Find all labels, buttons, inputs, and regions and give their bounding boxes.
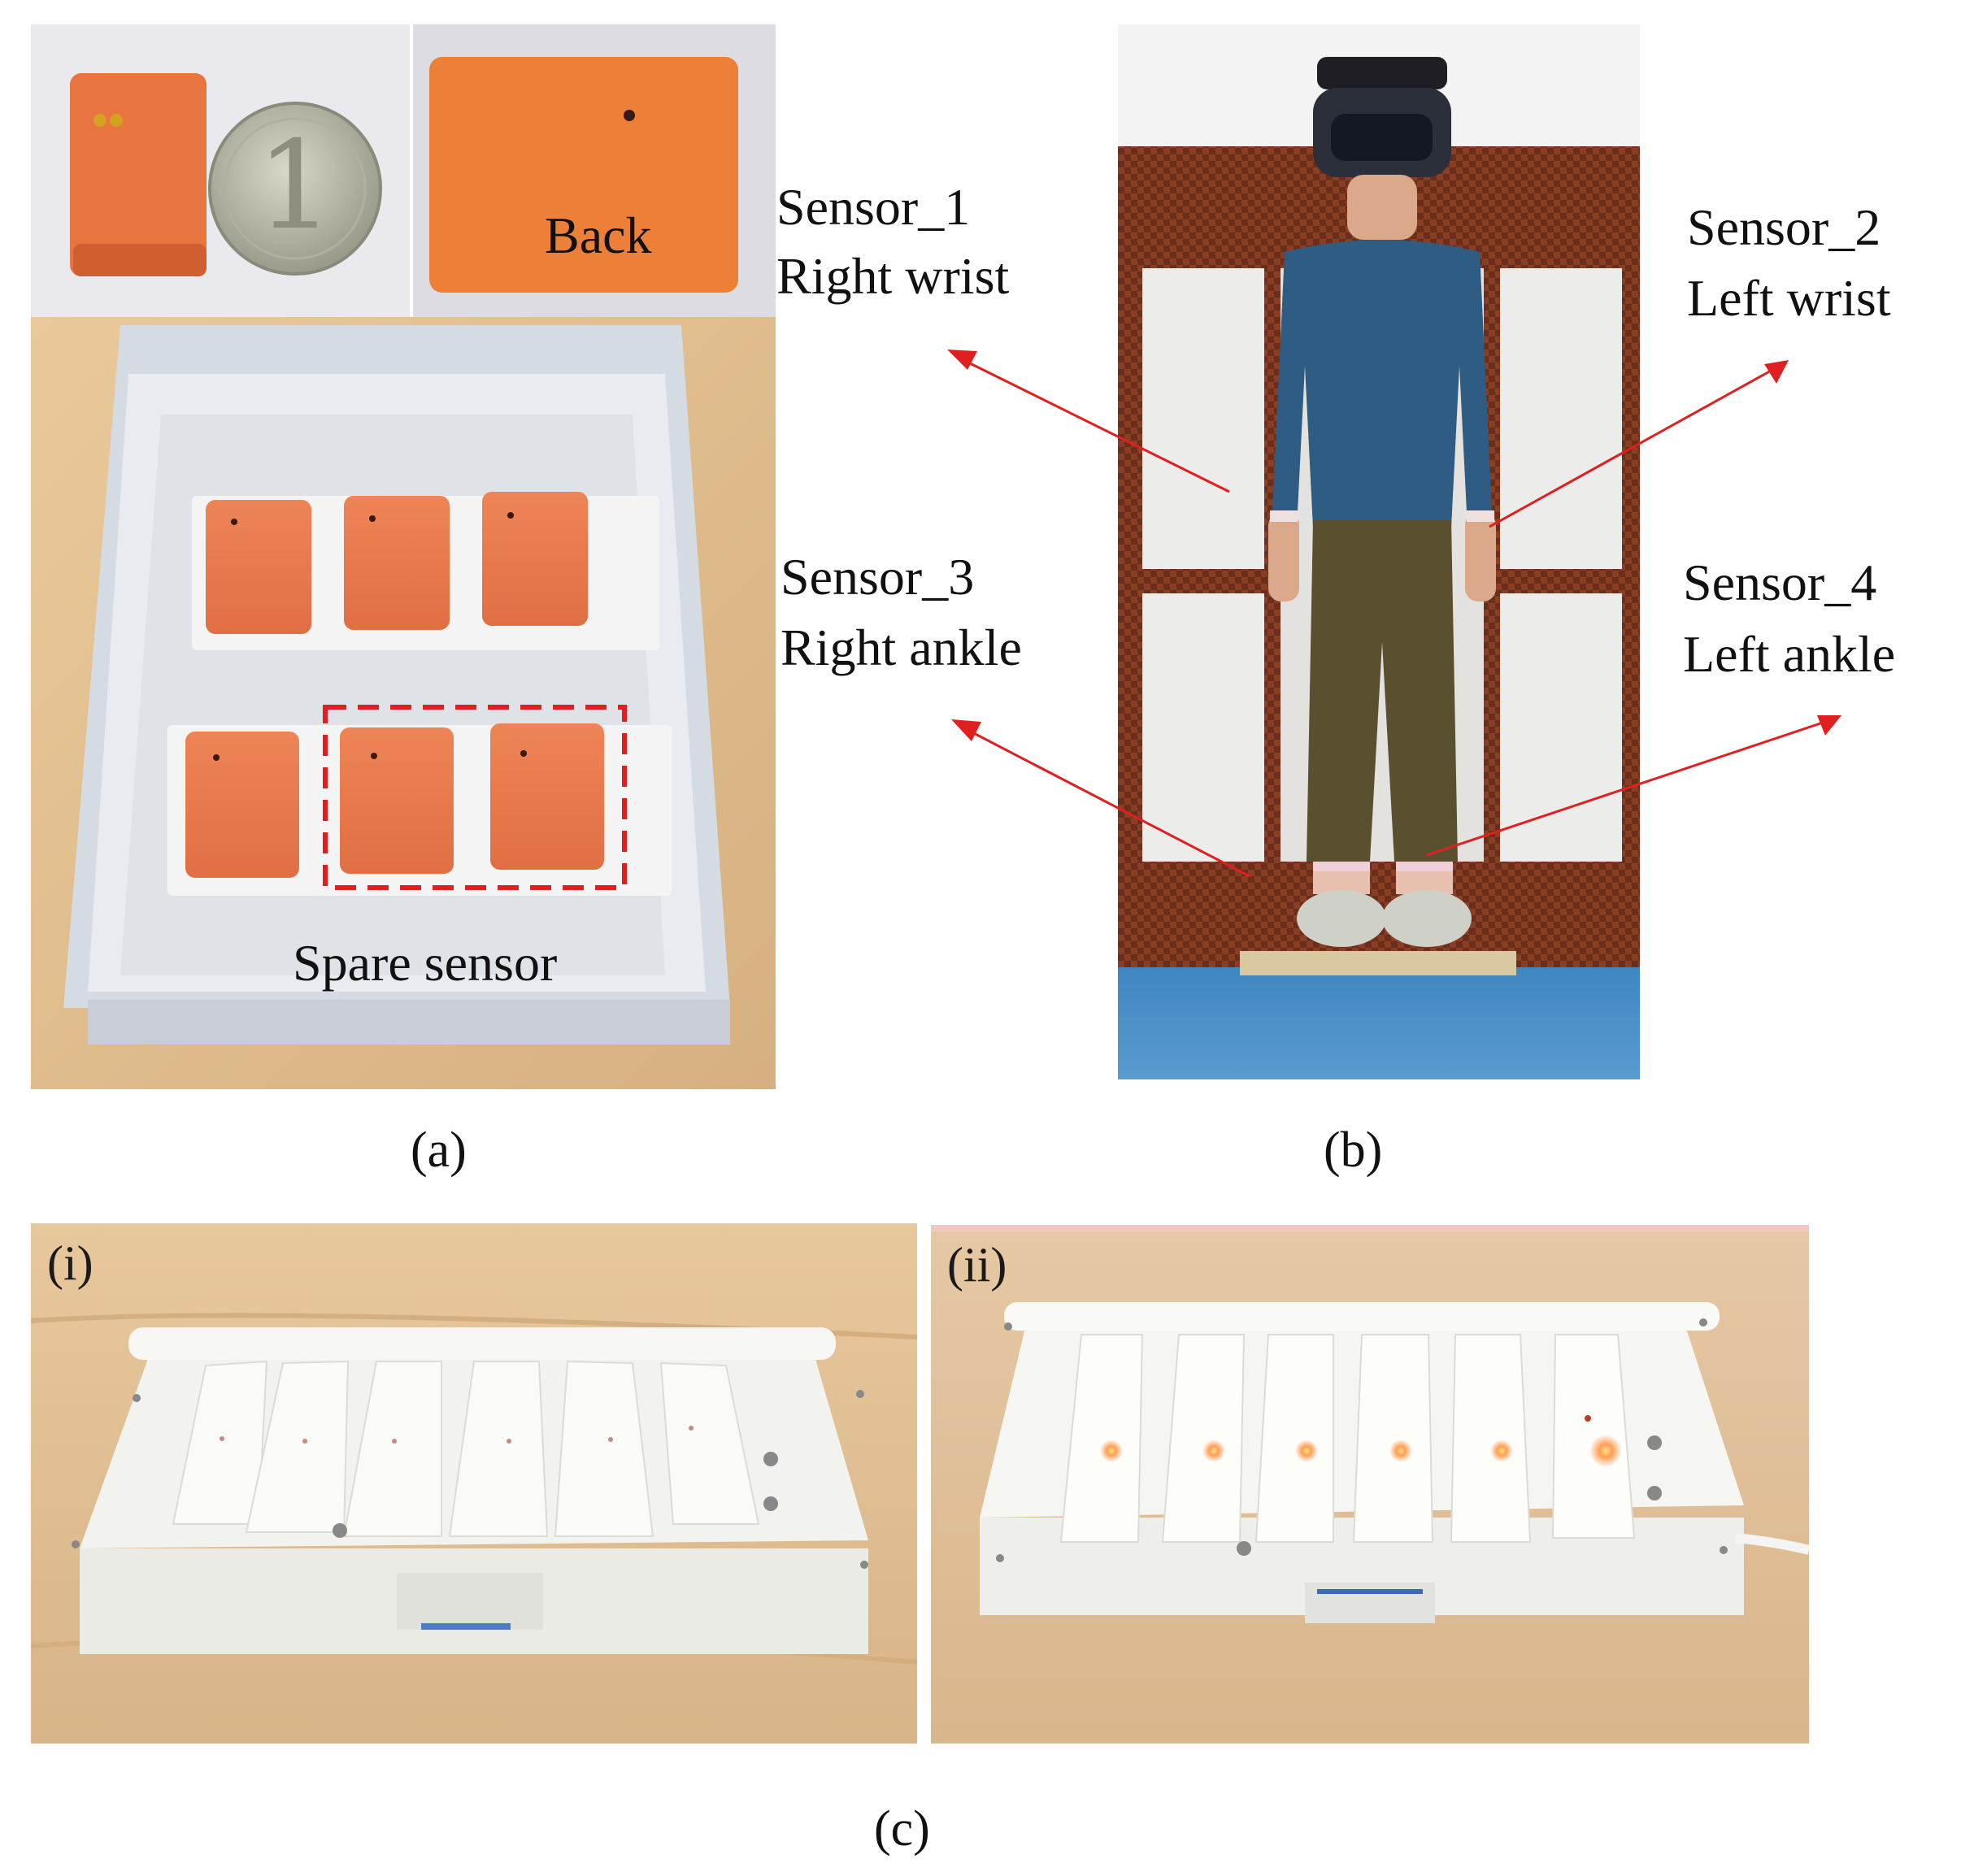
spare-sensor-box	[323, 705, 627, 890]
svg-text:1: 1	[256, 115, 333, 257]
back-label: Back	[545, 206, 652, 264]
spare-sensor-label: Spare sensor	[293, 934, 558, 992]
sensor-1-location: Right wrist	[776, 247, 1010, 305]
sensor-4-id: Sensor_4	[1683, 554, 1877, 611]
sensor-4-location: Left ankle	[1683, 625, 1896, 683]
panel-a: 1 Back Spare sensor	[31, 24, 776, 1089]
sensor-2-location: Left wrist	[1687, 269, 1891, 327]
coin-photo: 1	[208, 102, 382, 276]
person-figure	[1268, 57, 1496, 947]
caption-c: (c)	[874, 1801, 930, 1856]
panel-c-ii-photo: (ii)	[931, 1225, 1811, 1744]
sensor-front-photo	[70, 73, 207, 276]
sensor-1-id: Sensor_1	[776, 178, 971, 236]
sensor-3-location: Right ankle	[780, 619, 1022, 676]
caption-a: (a)	[411, 1123, 467, 1178]
sub-label-i: (i)	[47, 1236, 93, 1290]
sub-label-ii: (ii)	[947, 1238, 1007, 1292]
caption-b: (b)	[1324, 1123, 1383, 1178]
panel-b-photo	[1118, 24, 1640, 1079]
sensor-back-photo	[429, 57, 738, 293]
panel-c-i-photo: (i)	[30, 1223, 918, 1744]
panel-a-photo: 1	[31, 24, 776, 1089]
sensor-2-id: Sensor_2	[1687, 198, 1881, 256]
sensor-3-id: Sensor_3	[780, 548, 975, 606]
